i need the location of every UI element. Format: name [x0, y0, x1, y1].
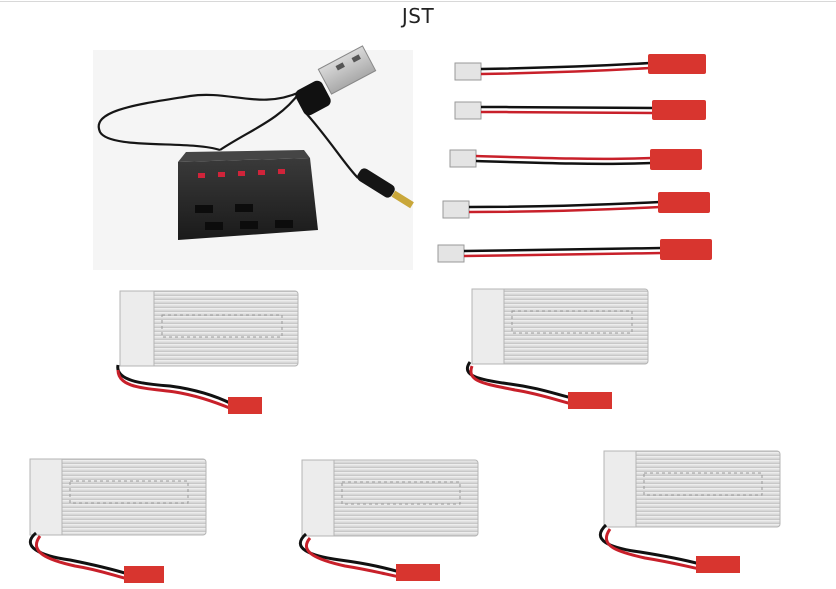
led — [198, 173, 205, 178]
adapter-cable — [442, 192, 710, 219]
adapter-cable — [449, 149, 702, 170]
lipo-battery — [116, 290, 299, 414]
port — [195, 205, 213, 213]
port — [240, 221, 258, 229]
charger-cable — [97, 90, 359, 179]
lipo-battery — [28, 458, 207, 583]
lipo-battery — [598, 450, 781, 573]
image-title: JST — [401, 4, 435, 28]
adapter-cable — [454, 100, 706, 120]
port — [205, 222, 223, 230]
adapter-cables — [437, 54, 712, 263]
led — [238, 171, 245, 176]
adapter-cable — [437, 239, 712, 263]
lipo-battery — [466, 288, 649, 409]
lipo-battery — [298, 459, 479, 581]
led — [258, 170, 265, 175]
usb-charger — [93, 45, 414, 270]
charger-body — [178, 150, 318, 240]
adapter-cable — [454, 54, 706, 81]
led — [218, 172, 225, 177]
led — [278, 169, 285, 174]
port — [275, 220, 293, 228]
port — [235, 204, 253, 212]
usb-plug — [295, 45, 377, 116]
dc-plug — [357, 168, 414, 209]
top-border — [0, 1, 836, 2]
